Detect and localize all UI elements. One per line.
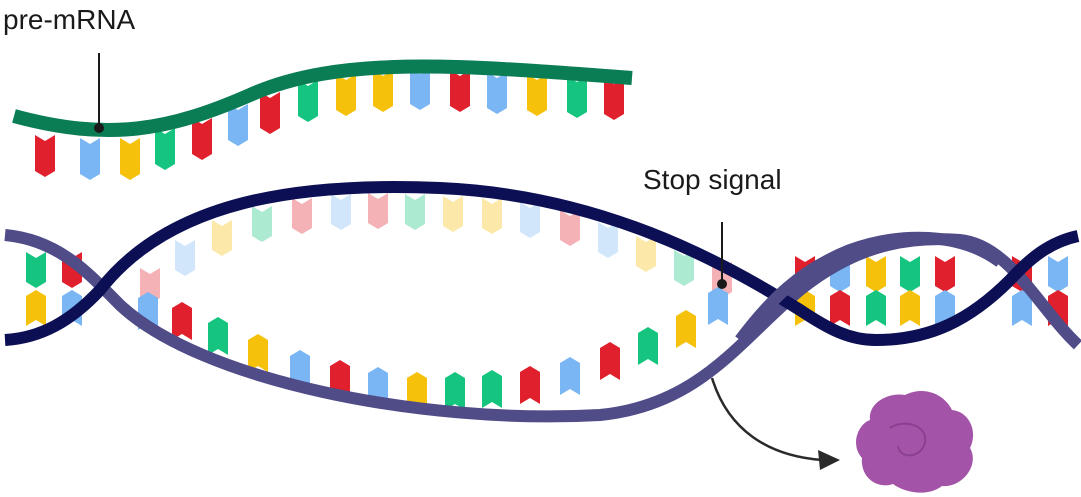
mrna-base bbox=[527, 74, 547, 116]
dna-template-base bbox=[598, 222, 618, 258]
mrna-base bbox=[604, 78, 624, 120]
dna-coding-base bbox=[708, 287, 728, 325]
dna-helix-base bbox=[1012, 290, 1032, 326]
pre-mrna-strand bbox=[12, 59, 633, 138]
dna-coding-base bbox=[520, 366, 540, 404]
protein-blob-icon bbox=[856, 390, 974, 493]
dna-template-base bbox=[212, 220, 232, 256]
mrna-base bbox=[336, 74, 356, 116]
dna-helix-base bbox=[26, 290, 46, 326]
protein-fold-line bbox=[889, 422, 927, 457]
dna-helix-base bbox=[866, 256, 886, 292]
dna-template-base bbox=[368, 193, 388, 229]
dna-helix-base bbox=[935, 290, 955, 326]
mrna-base bbox=[155, 128, 175, 170]
dna-template-base bbox=[252, 206, 272, 242]
pre-mrna-leader-dot bbox=[94, 123, 104, 133]
dna-helix-base bbox=[830, 290, 850, 326]
mrna-base bbox=[260, 92, 280, 134]
dna-template-base bbox=[292, 198, 312, 234]
mrna-base bbox=[567, 76, 587, 118]
mrna-base bbox=[298, 80, 318, 122]
dna-coding-base bbox=[368, 367, 388, 405]
dna-template-base bbox=[482, 198, 502, 234]
dna-coding-base bbox=[248, 334, 268, 372]
dna-coding-base bbox=[600, 342, 620, 380]
dna-coding-base bbox=[560, 357, 580, 395]
dna-template-base bbox=[674, 250, 694, 286]
dna-coding-base bbox=[482, 370, 502, 408]
mrna-base bbox=[228, 104, 248, 146]
dna-template-base bbox=[560, 210, 580, 246]
stop-signal-label: Stop signal bbox=[643, 164, 782, 195]
dna-coding-base bbox=[172, 302, 192, 340]
dna-helix-base bbox=[866, 290, 886, 326]
dna-coding-base bbox=[676, 310, 696, 348]
dna-strand-dark bbox=[4, 180, 1080, 347]
mrna-base bbox=[35, 135, 55, 177]
mrna-base bbox=[450, 70, 470, 112]
dna-coding-base bbox=[445, 372, 465, 410]
dna-helix-base bbox=[935, 256, 955, 292]
dna-helix-base bbox=[26, 252, 46, 288]
dna-coding-bases bbox=[138, 287, 728, 410]
dna-coding-base bbox=[407, 372, 427, 410]
dna-helix-base bbox=[900, 290, 920, 326]
dna-helix-base bbox=[900, 256, 920, 292]
dna-template-base bbox=[175, 240, 195, 276]
dna-template-base bbox=[636, 236, 656, 272]
dna-template-base bbox=[405, 194, 425, 230]
mrna-bases bbox=[35, 68, 624, 180]
curved-arrow-icon bbox=[710, 377, 823, 462]
dna-helix-base bbox=[1048, 256, 1068, 292]
dna-template-base bbox=[443, 196, 463, 232]
dna-strand-light-crossing bbox=[735, 231, 1004, 344]
stop-signal-leader-dot bbox=[717, 279, 727, 289]
mrna-base bbox=[410, 68, 430, 110]
dna-coding-base bbox=[638, 327, 658, 365]
pre-mrna-label: pre-mRNA bbox=[3, 4, 136, 35]
mrna-base bbox=[487, 72, 507, 114]
mrna-base bbox=[192, 118, 212, 160]
mrna-base bbox=[120, 138, 140, 180]
dna-coding-base bbox=[290, 350, 310, 388]
mrna-base bbox=[80, 138, 100, 180]
dna-coding-base bbox=[208, 317, 228, 355]
mrna-base bbox=[373, 70, 393, 112]
dna-template-base bbox=[520, 202, 540, 238]
arrow-head-icon bbox=[818, 450, 840, 470]
dna-template-base bbox=[331, 194, 351, 230]
